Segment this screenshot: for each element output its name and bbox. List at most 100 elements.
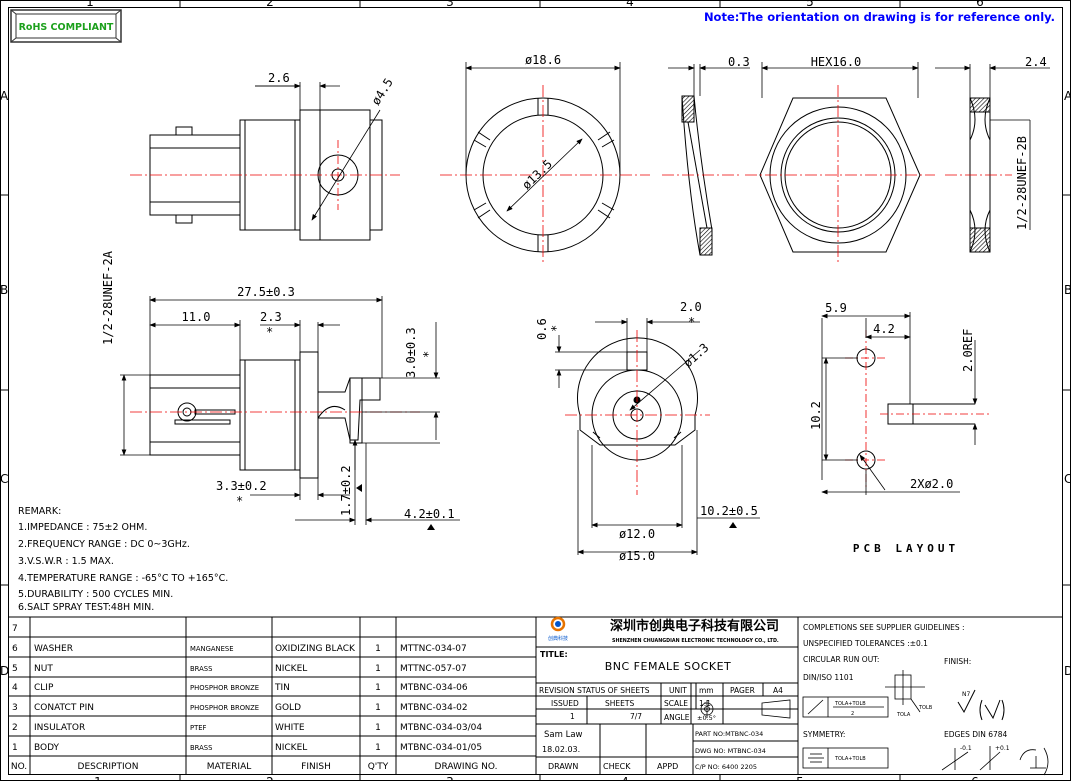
dim-phi12: ø12.0 [619,527,655,541]
side-view-main [149,351,381,479]
dim-phi4-5: ø4.5 [369,76,396,108]
pcb-layout [856,348,975,470]
bom-header: Q'TY [368,762,389,772]
dim-2-3: 2.3 [260,310,282,324]
bom-cell-dwg: MTBNC-034-01/05 [400,743,482,753]
unit-label: UNIT [669,686,687,695]
bom-cell-no: 1 [12,743,18,753]
pager-label: PAGER [730,686,755,695]
remark-line: 4.TEMPERATURE RANGE : -65°C TO +165°C. [18,573,228,584]
drawing-title: BNC FEMALE SOCKET [605,660,732,673]
company-logo: 创典科技 [548,616,568,642]
symmetry-label: SYMMETRY: [803,730,845,739]
sheets-value: 7/7 [630,712,642,721]
pager-value: A4 [773,686,783,695]
col-label: 1 [86,0,94,9]
bom-cell-no: 6 [12,644,18,654]
col-label: 1 [94,775,102,781]
tol-a: TOLA [896,712,911,718]
dim-3-3: 3.3±0.2 [216,479,267,493]
col-label: 4 [621,775,629,781]
finish-label: FINISH: [944,657,971,666]
bom-header: NO. [11,762,27,772]
col-label: 5 [796,775,804,781]
bom-cell-qty: 1 [375,664,381,674]
col-label: 6 [971,775,979,781]
dim-0-3: 0.3 [728,55,750,69]
bom-cell-desc: CONATCT PIN [34,703,94,713]
remark-line: 2.FREQUENCY RANGE : DC 0~3GHz. [18,539,190,550]
remark-line: 1.IMPEDANCE : 75±2 OHM. [18,522,147,533]
remark-line: 5.DURABILITY : 500 CYCLES MIN. [18,589,173,600]
runout-frame [802,670,925,718]
bom-cell-fin: TIN [274,683,290,693]
row-label: B [0,283,8,297]
bom-cell-mat: BRASS [190,744,212,752]
svg-text:RoHS COMPLIANT: RoHS COMPLIANT [19,22,114,33]
company-name-en: SHENZHEN CHUANGDIAN ELECTRONIC TECHNOLOG… [612,638,779,644]
dim-hex16: HEX16.0 [811,55,862,69]
dim-3-3-star: * [236,494,243,508]
bom-cell-desc: WASHER [34,644,73,654]
row-label: C [0,472,8,486]
col-label: 2 [266,0,274,9]
bom-cell-desc: BODY [34,743,60,753]
front-view [577,337,698,461]
tol-line-1: COMPLETIONS SEE SUPPLIER GUIDELINES : [803,623,965,632]
dim-10-2: 10.2 [809,401,823,430]
edge-symbol [941,746,1049,776]
bom-cell-dwg: MTTNC-057-07 [400,664,467,674]
bom-cell-dwg: MTBNC-034-02 [400,703,468,713]
symmetry-frame [802,747,889,769]
col-label: 3 [446,0,454,9]
projection-symbol [698,699,791,719]
angle-value: ±0.5° [697,714,716,722]
row-label: C [1064,472,1071,486]
dwg-no: DWG NO: MTBNC-034 [695,747,766,755]
symmetry-tol: TOLA+TOLB [834,756,866,762]
dim-10-2b: 10.2±0.5 [700,504,758,518]
edge-plus: +0.1 [995,745,1010,752]
tol-half: 2 [851,711,854,717]
dim-2-0-star: * [688,315,695,329]
bom-cell-no: 5 [12,664,18,674]
bom-header: FINISH [301,762,331,772]
pcb-layout-label: PCB LAYOUT [853,542,959,555]
svg-text:创典科技: 创典科技 [548,635,568,642]
issued-label: ISSUED [551,699,579,708]
col-label: 6 [976,0,984,9]
bom-cell-fin: NICKEL [275,743,307,753]
drawn-date: 18.02.03. [542,745,580,754]
tol-line-3: CIRCULAR RUN OUT: [803,655,879,664]
bom-cell-fin: WHITE [275,723,305,733]
bom-cell-no: 2 [12,723,18,733]
rev-status-label: REVISION STATUS OF SHEETS [539,686,650,695]
drawn-label: DRAWN [548,762,578,771]
scale-label: SCALE [664,699,688,708]
check-label: CHECK [603,762,631,771]
bom-header: MATERIAL [207,762,252,772]
company-name-cn: 深圳市创典电子科技有限公司 [610,618,779,634]
bom-cell-mat: BRASS [190,665,212,673]
bom-header: DESCRIPTION [78,762,139,772]
flag-triangle [729,522,737,528]
thread-body-label: 1/2-28UNEF-2A [101,250,115,345]
bom-cell-desc: CLIP [34,683,54,693]
bom-cell-mat: MANGANESE [190,645,234,653]
appd-label: APPD [657,762,678,771]
bom-cell-dwg: MTTNC-034-07 [400,644,467,654]
dim-phi15: ø15.0 [619,549,655,563]
dim-11-0: 11.0 [182,310,211,324]
thread-nut-label: 1/2-28UNEF-2B [1015,136,1029,230]
dim-2-4: 2.4 [1025,55,1047,69]
row-label: B [1064,283,1071,297]
orientation-note: Note:The orientation on drawing is for r… [704,10,1055,24]
bom-cell-qty: 1 [375,703,381,713]
tol-line-4: DIN/ISO 1101 [803,673,854,682]
washer-side [681,95,713,256]
dim-phi13-5: ø13.5 [519,157,555,192]
dim-27-5: 27.5±0.3 [237,285,295,299]
bom-cell-dwg: MTBNC-034-06 [400,683,468,693]
dim-2xphi2: 2Xø2.0 [910,477,953,491]
